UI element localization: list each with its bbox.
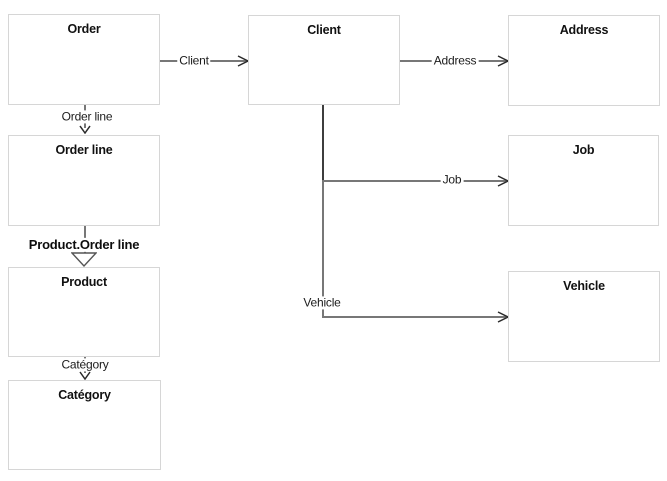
edge-order-line-to-product-label: Product.Order line xyxy=(26,236,142,253)
edge-client-to-vehicle-label: Vehicle xyxy=(301,295,343,310)
edge-client-to-job-line-vertical[interactable] xyxy=(322,105,324,181)
edge-client-to-address-label: Address xyxy=(431,53,479,68)
node-address[interactable]: Address xyxy=(508,15,660,106)
edge-client-to-vehicle-line-horizontal[interactable] xyxy=(322,316,506,318)
arrow-down-icon xyxy=(79,371,91,380)
node-product[interactable]: Product xyxy=(8,267,160,357)
edge-client-to-job-label: Job xyxy=(440,172,464,187)
node-client[interactable]: Client xyxy=(248,15,400,105)
node-vehicle-title: Vehicle xyxy=(563,279,605,293)
node-order-line[interactable]: Order line xyxy=(8,135,160,226)
edge-client-to-vehicle-line-vertical[interactable] xyxy=(322,105,324,317)
node-client-title: Client xyxy=(307,23,341,37)
edge-order-to-order-line-label: Order line xyxy=(59,109,115,124)
node-address-title: Address xyxy=(559,23,609,37)
node-product-title: Product xyxy=(61,275,107,289)
node-order-title: Order xyxy=(67,22,101,36)
inheritance-triangle-icon xyxy=(71,252,97,267)
edge-client-to-job-line-horizontal[interactable] xyxy=(322,180,506,182)
node-vehicle[interactable]: Vehicle xyxy=(508,271,660,362)
node-order-line-title: Order line xyxy=(55,143,113,157)
node-job[interactable]: Job xyxy=(508,135,659,226)
node-category[interactable]: Catégory xyxy=(8,380,161,470)
node-order[interactable]: Order xyxy=(8,14,160,105)
node-job-title: Job xyxy=(572,143,595,157)
edge-product-to-category-label: Catégory xyxy=(59,357,111,372)
node-category-title: Catégory xyxy=(58,388,111,402)
edge-order-to-client-label: Client xyxy=(177,53,211,68)
arrow-down-icon xyxy=(79,125,91,134)
